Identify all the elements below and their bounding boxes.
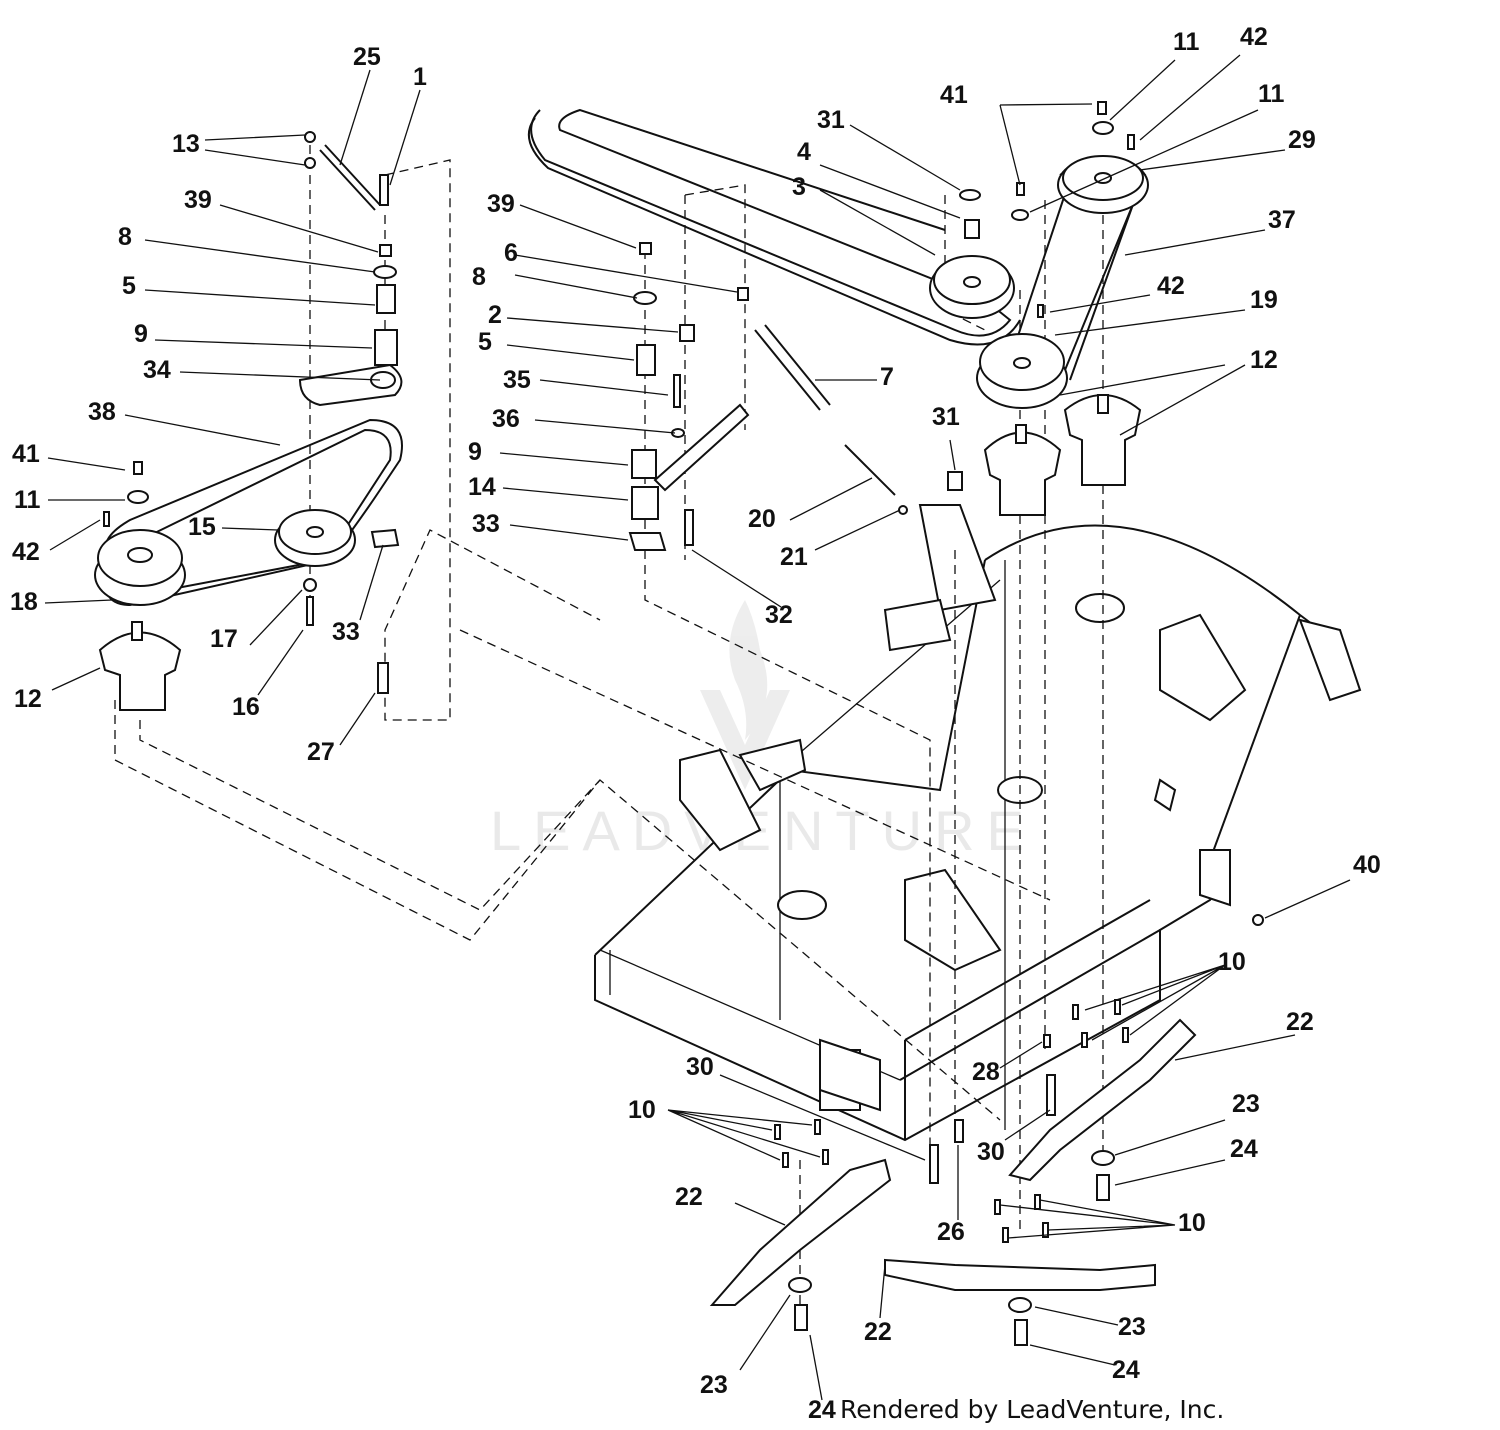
callout-34: 34 <box>143 356 171 384</box>
callout-37: 37 <box>1268 206 1296 234</box>
callout-26: 26 <box>937 1218 965 1246</box>
pulley-3 <box>929 255 1015 319</box>
callout-40: 40 <box>1353 851 1381 879</box>
callout-38: 38 <box>88 398 116 426</box>
callout-5: 5 <box>122 272 136 300</box>
callout-35: 35 <box>503 366 531 394</box>
callout-31: 31 <box>817 106 845 134</box>
callout-10: 10 <box>1218 948 1246 976</box>
callout-39b: 39 <box>487 190 515 218</box>
callout-32: 32 <box>765 601 793 629</box>
assembly-guide-lines <box>114 145 1104 1320</box>
spindle-12-right <box>1063 394 1142 486</box>
callout-41: 41 <box>12 440 40 468</box>
callout-17: 17 <box>210 625 238 653</box>
callout-24: 24 <box>1230 1135 1258 1163</box>
callout-23b: 23 <box>1118 1313 1146 1341</box>
callout-8: 8 <box>118 223 132 251</box>
callout-10b: 10 <box>628 1096 656 1124</box>
callout-24b: 24 <box>1112 1356 1140 1384</box>
callout-19: 19 <box>1250 286 1278 314</box>
spindle-12-center <box>983 424 1062 516</box>
callout-23c: 23 <box>700 1371 728 1399</box>
callout-20: 20 <box>748 505 776 533</box>
callout-11c: 11 <box>1258 80 1285 108</box>
watermark-text: LEADVENTURE <box>490 799 1036 862</box>
callout-24c: 24 <box>808 1396 836 1424</box>
callout-8b: 8 <box>472 263 486 291</box>
callout-2: 2 <box>488 301 502 329</box>
callout-29: 29 <box>1288 126 1316 154</box>
leader-lines <box>44 54 1351 1401</box>
callout-9b: 9 <box>468 438 482 466</box>
callout-6: 6 <box>504 239 518 267</box>
callout-39: 39 <box>184 186 212 214</box>
callout-22c: 22 <box>864 1318 892 1346</box>
callout-30: 30 <box>686 1053 714 1081</box>
hardware <box>103 101 1135 694</box>
render-credit: Rendered by LeadVenture, Inc. <box>840 1395 1224 1424</box>
callout-41b: 41 <box>940 81 968 109</box>
callout-25: 25 <box>353 43 381 71</box>
callout-9: 9 <box>134 320 148 348</box>
callout-42: 42 <box>12 538 40 566</box>
pulleys <box>94 155 1149 606</box>
spindles <box>98 394 1142 711</box>
callout-36: 36 <box>492 405 520 433</box>
pulley-18 <box>94 529 186 606</box>
pulley-15 <box>274 509 356 567</box>
callout-21: 21 <box>780 543 808 571</box>
callout-18: 18 <box>10 588 38 616</box>
callout-1: 1 <box>413 63 427 91</box>
callout-13: 13 <box>172 130 200 158</box>
callout-3: 3 <box>792 173 806 201</box>
spindle-12-left <box>98 621 182 711</box>
callout-12: 12 <box>14 685 42 713</box>
callout-14: 14 <box>468 473 496 501</box>
callout-4: 4 <box>797 138 811 166</box>
callout-31b: 31 <box>932 403 960 431</box>
callout-33b: 33 <box>472 510 500 538</box>
callout-15: 15 <box>188 513 216 541</box>
callout-22b: 22 <box>675 1183 703 1211</box>
leadventure-watermark: LEADVENTURE <box>490 600 1036 862</box>
callout-33: 33 <box>332 618 360 646</box>
callout-23: 23 <box>1232 1090 1260 1118</box>
callout-42b: 42 <box>1240 23 1268 51</box>
callout-7: 7 <box>880 363 894 391</box>
footer: 24 Rendered by LeadVenture, Inc. <box>808 1395 1224 1424</box>
callout-5b: 5 <box>478 328 492 356</box>
blades <box>709 999 1197 1346</box>
callout-16: 16 <box>232 693 260 721</box>
callout-42c: 42 <box>1157 272 1185 300</box>
callout-22: 22 <box>1286 1008 1314 1036</box>
pulley-19 <box>976 333 1068 409</box>
callout-27: 27 <box>307 738 335 766</box>
callout-12b: 12 <box>1250 346 1278 374</box>
callout-11: 11 <box>14 486 41 514</box>
callout-labels: 25 1 13 39 8 5 9 34 38 41 11 42 18 12 15… <box>10 23 1381 1399</box>
callout-28: 28 <box>972 1058 1000 1086</box>
callout-11b: 11 <box>1173 28 1200 56</box>
callout-10c: 10 <box>1178 1209 1206 1237</box>
mower-deck <box>594 504 1362 1142</box>
callout-30b: 30 <box>977 1138 1005 1166</box>
